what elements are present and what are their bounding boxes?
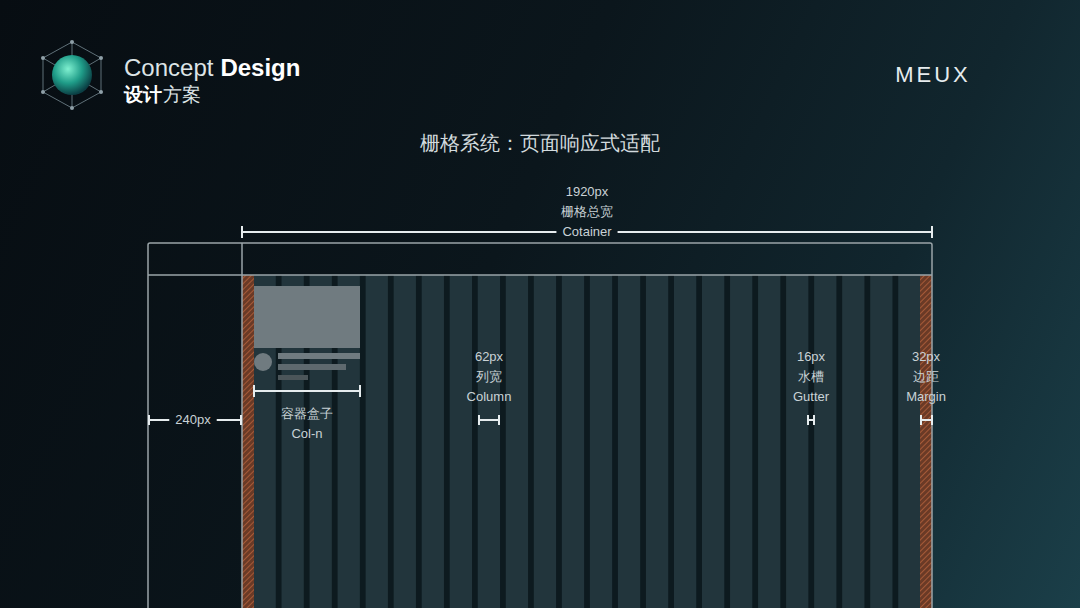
- dimension-label: 容器盒子: [281, 406, 333, 422]
- grid-column: [758, 275, 780, 608]
- dimension-label: 240px: [175, 412, 210, 428]
- grid-column: [674, 275, 696, 608]
- grid-column: [646, 275, 668, 608]
- grid-column: [478, 275, 500, 608]
- grid-column: [534, 275, 556, 608]
- grid-column: [730, 275, 752, 608]
- grid-column: [506, 275, 528, 608]
- dimension-label: 列宽: [476, 369, 502, 385]
- page-title: 栅格系统：页面响应式适配: [420, 131, 660, 155]
- card-illustration: [254, 286, 360, 380]
- grid-column: [898, 275, 920, 608]
- grid-column: [422, 275, 444, 608]
- dimension-label: 62px: [475, 349, 503, 365]
- grid-column: [394, 275, 416, 608]
- brand-text: 方案: [163, 84, 201, 107]
- brand-text: Concept: [124, 54, 213, 83]
- logo: [41, 40, 103, 110]
- grid-column: [618, 275, 640, 608]
- dimension-label: Cotainer: [562, 224, 611, 240]
- dimension-label: Col-n: [291, 426, 322, 442]
- dimension-label: Margin: [906, 389, 946, 405]
- brand-text: 设计: [124, 84, 162, 107]
- logo-text: MEUX: [895, 62, 971, 88]
- dimension-label: 栅格总宽: [561, 204, 613, 220]
- margin-hatch: [920, 275, 932, 608]
- grid-column: [702, 275, 724, 608]
- grid-column: [366, 275, 388, 608]
- grid-column: [450, 275, 472, 608]
- dimension-label: 1920px: [566, 184, 609, 200]
- dimension-label: 32px: [912, 349, 940, 365]
- dimension-label: 边距: [913, 369, 939, 385]
- margin-hatch: [242, 275, 254, 608]
- dimension-label: 水槽: [798, 369, 824, 385]
- dimension-marks: [149, 226, 932, 425]
- grid-column: [562, 275, 584, 608]
- grid-column: [590, 275, 612, 608]
- dimension-lines: [149, 232, 932, 420]
- grid-column: [842, 275, 864, 608]
- brand-text: Design: [220, 54, 300, 83]
- dimension-label: Column: [467, 389, 512, 405]
- grid-columns: [254, 275, 921, 608]
- grid-column: [870, 275, 892, 608]
- dimension-label: Gutter: [793, 389, 829, 405]
- grid-column: [786, 275, 808, 608]
- frame: [148, 243, 932, 608]
- dimension-label: 16px: [797, 349, 825, 365]
- grid-column: [814, 275, 836, 608]
